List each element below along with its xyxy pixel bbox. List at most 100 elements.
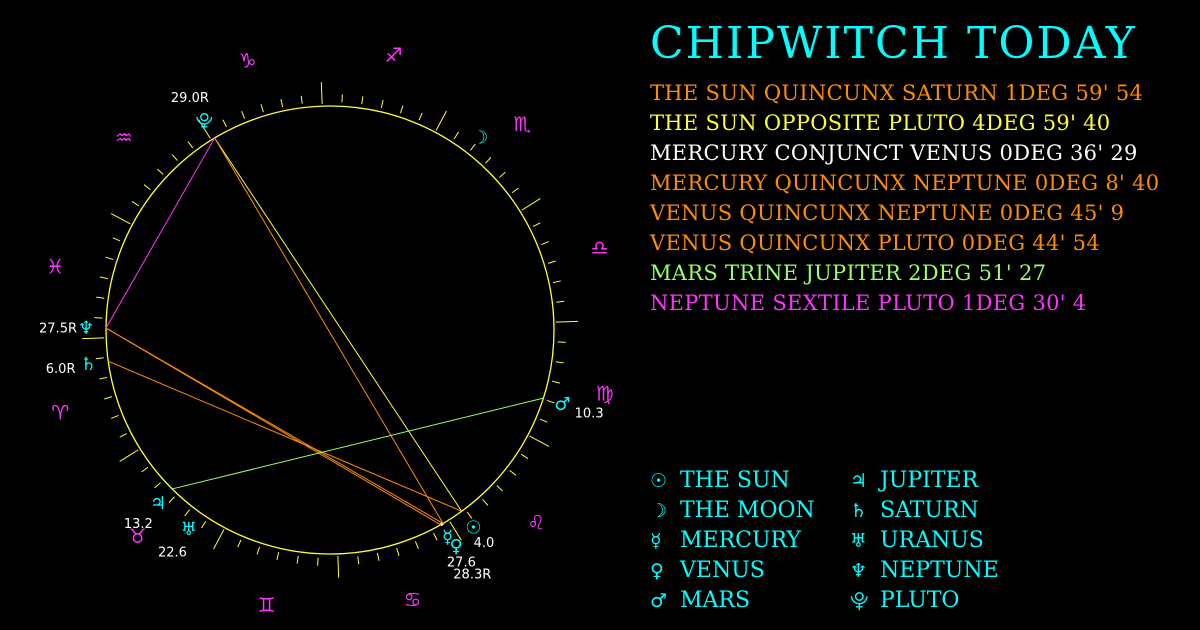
legend-item-mars: ♂ MARS xyxy=(650,586,850,616)
degree-tick xyxy=(119,433,128,438)
degree-tick xyxy=(499,171,506,178)
degree-tick xyxy=(485,157,492,164)
aspect-line-mars-jupiter xyxy=(172,397,544,490)
degree-tick xyxy=(168,496,175,503)
aspect-lines xyxy=(105,137,544,527)
sign-boundary-tick xyxy=(320,82,323,105)
legend-label: MERCURY xyxy=(680,528,801,553)
libra-sign-icon: ♎ xyxy=(591,236,609,260)
sign-boundary-tick xyxy=(119,449,139,462)
degree-tick xyxy=(154,482,161,489)
legend-item-jupiter: ♃JUPITER xyxy=(850,466,1050,496)
degree-tick xyxy=(376,552,380,561)
degree-tick xyxy=(520,453,529,459)
legend-item-neptune: ♆NEPTUNE xyxy=(850,556,1050,586)
uranus-degree-label: 22.6 xyxy=(158,546,187,561)
sign-boundary-tick xyxy=(521,198,541,211)
aspect-item: THE SUN OPPOSITE PLUTO 4DEG 59' 40 xyxy=(650,111,1111,135)
aspect-item: MARS TRINE JUPITER 2DEG 51' 27 xyxy=(650,261,1047,285)
venus-degree-label: 28.3R xyxy=(453,567,491,582)
sun-icon: ☉ xyxy=(465,517,481,538)
legend-label: VENUS xyxy=(680,558,765,583)
degree-tick xyxy=(222,119,227,128)
degree-tick xyxy=(276,552,280,561)
scorpio-sign-icon: ♏ xyxy=(513,112,531,136)
legend-label: THE MOON xyxy=(680,498,815,523)
capricorn-sign-icon: ♑ xyxy=(239,48,257,72)
degree-tick xyxy=(509,469,517,476)
degree-tick xyxy=(300,95,303,104)
legend-item-mercury: ☿MERCURY xyxy=(650,526,850,556)
degree-tick xyxy=(256,546,261,555)
jupiter-icon: ♃ xyxy=(850,470,868,492)
degree-tick xyxy=(555,361,564,364)
degree-ticks xyxy=(82,82,578,578)
degree-tick xyxy=(396,547,400,556)
aspect-line-sun-pluto xyxy=(214,137,463,512)
virgo-sign-icon: ♍ xyxy=(596,381,614,405)
aspect-line-sun-saturn xyxy=(107,360,462,512)
degree-tick xyxy=(418,112,423,121)
venus-icon: ♀ xyxy=(650,560,664,582)
legend-label: URANUS xyxy=(880,528,984,553)
aquarius-sign-icon: ♒ xyxy=(115,126,133,150)
legend-label: MARS xyxy=(680,588,751,613)
degree-tick xyxy=(357,556,360,565)
degree-tick xyxy=(547,260,556,264)
legend-label: SATURN xyxy=(880,498,979,523)
pluto-icon: ⯓ xyxy=(850,590,869,612)
degree-tick xyxy=(414,541,419,550)
degree-tick xyxy=(112,237,121,242)
degree-tick xyxy=(131,201,140,207)
taurus-sign-icon: ♉ xyxy=(129,524,147,548)
aspect-item: MERCURY QUINCUNX NEPTUNE 0DEG 8' 40 xyxy=(650,171,1160,195)
sign-boundary-tick xyxy=(529,435,550,447)
legend-item-sun: ☉ THE SUN xyxy=(650,466,850,496)
mars-icon: ♂ xyxy=(650,590,668,612)
natal-chart-wheel: ♑♐♏♎♍♌♋♊♉♈♓♒ ☉4.0☽☿27.6♀28.3R♂10.3♃13.2♄… xyxy=(39,43,614,617)
mercury-degree-label: 27.6 xyxy=(447,555,476,570)
mars-degree-label: 10.3 xyxy=(575,407,604,422)
degree-tick xyxy=(541,241,550,246)
degree-tick xyxy=(496,485,503,492)
degree-tick xyxy=(141,466,149,473)
sign-boundary-tick xyxy=(555,320,578,323)
degree-tick xyxy=(96,296,105,299)
saturn-icon: ♄ xyxy=(850,500,868,522)
aspect-item: THE SUN QUINCUNX SATURN 1DEG 59' 54 xyxy=(650,81,1144,105)
sagittarius-sign-icon: ♐ xyxy=(384,43,402,67)
degree-tick xyxy=(237,539,242,548)
degree-tick xyxy=(184,509,191,517)
sun-icon: ☉ xyxy=(650,470,668,492)
saturn-degree-label: 6.0R xyxy=(46,362,76,377)
degree-tick xyxy=(187,141,194,149)
degree-tick xyxy=(296,555,299,564)
planet-legend: ☉ THE SUN ♃JUPITER ☽ THE MOON ♄ SATURN ☿MER… xyxy=(650,466,1050,616)
moon-icon: ☽ xyxy=(650,500,668,522)
degree-tick xyxy=(361,96,364,105)
degree-tick xyxy=(556,300,565,303)
aries-sign-icon: ♈ xyxy=(51,400,69,424)
degree-tick xyxy=(99,276,108,280)
sign-boundary-tick xyxy=(82,337,105,340)
pluto-icon: ⯓ xyxy=(196,111,214,132)
legend-item-pluto: ⯓PLUTO xyxy=(850,586,1050,616)
degree-tick xyxy=(546,399,555,404)
zodiac-signs: ♑ ♐ ♏ ♎ ♍ ♌ ♋ ♊ ♉ ♈ ♓ ♒ xyxy=(46,43,613,617)
sign-boundary-tick xyxy=(110,213,131,225)
degree-tick xyxy=(95,357,104,360)
legend-label: THE SUN xyxy=(680,468,790,493)
saturn-icon: ♄ xyxy=(80,354,96,375)
degree-tick xyxy=(552,280,561,284)
legend-label: NEPTUNE xyxy=(880,558,999,583)
degree-tick xyxy=(99,376,108,380)
degree-tick xyxy=(105,256,114,261)
degree-tick xyxy=(171,154,178,161)
jupiter-icon: ♃ xyxy=(150,493,166,514)
pisces-sign-icon: ♓ xyxy=(46,255,64,279)
cancer-sign-icon: ♋ xyxy=(403,588,421,612)
leo-sign-icon: ♌ xyxy=(527,510,545,534)
aspect-line-venus-pluto xyxy=(214,137,444,524)
gemini-sign-icon: ♊ xyxy=(258,593,276,617)
aspect-line-venus-neptune xyxy=(105,327,444,524)
